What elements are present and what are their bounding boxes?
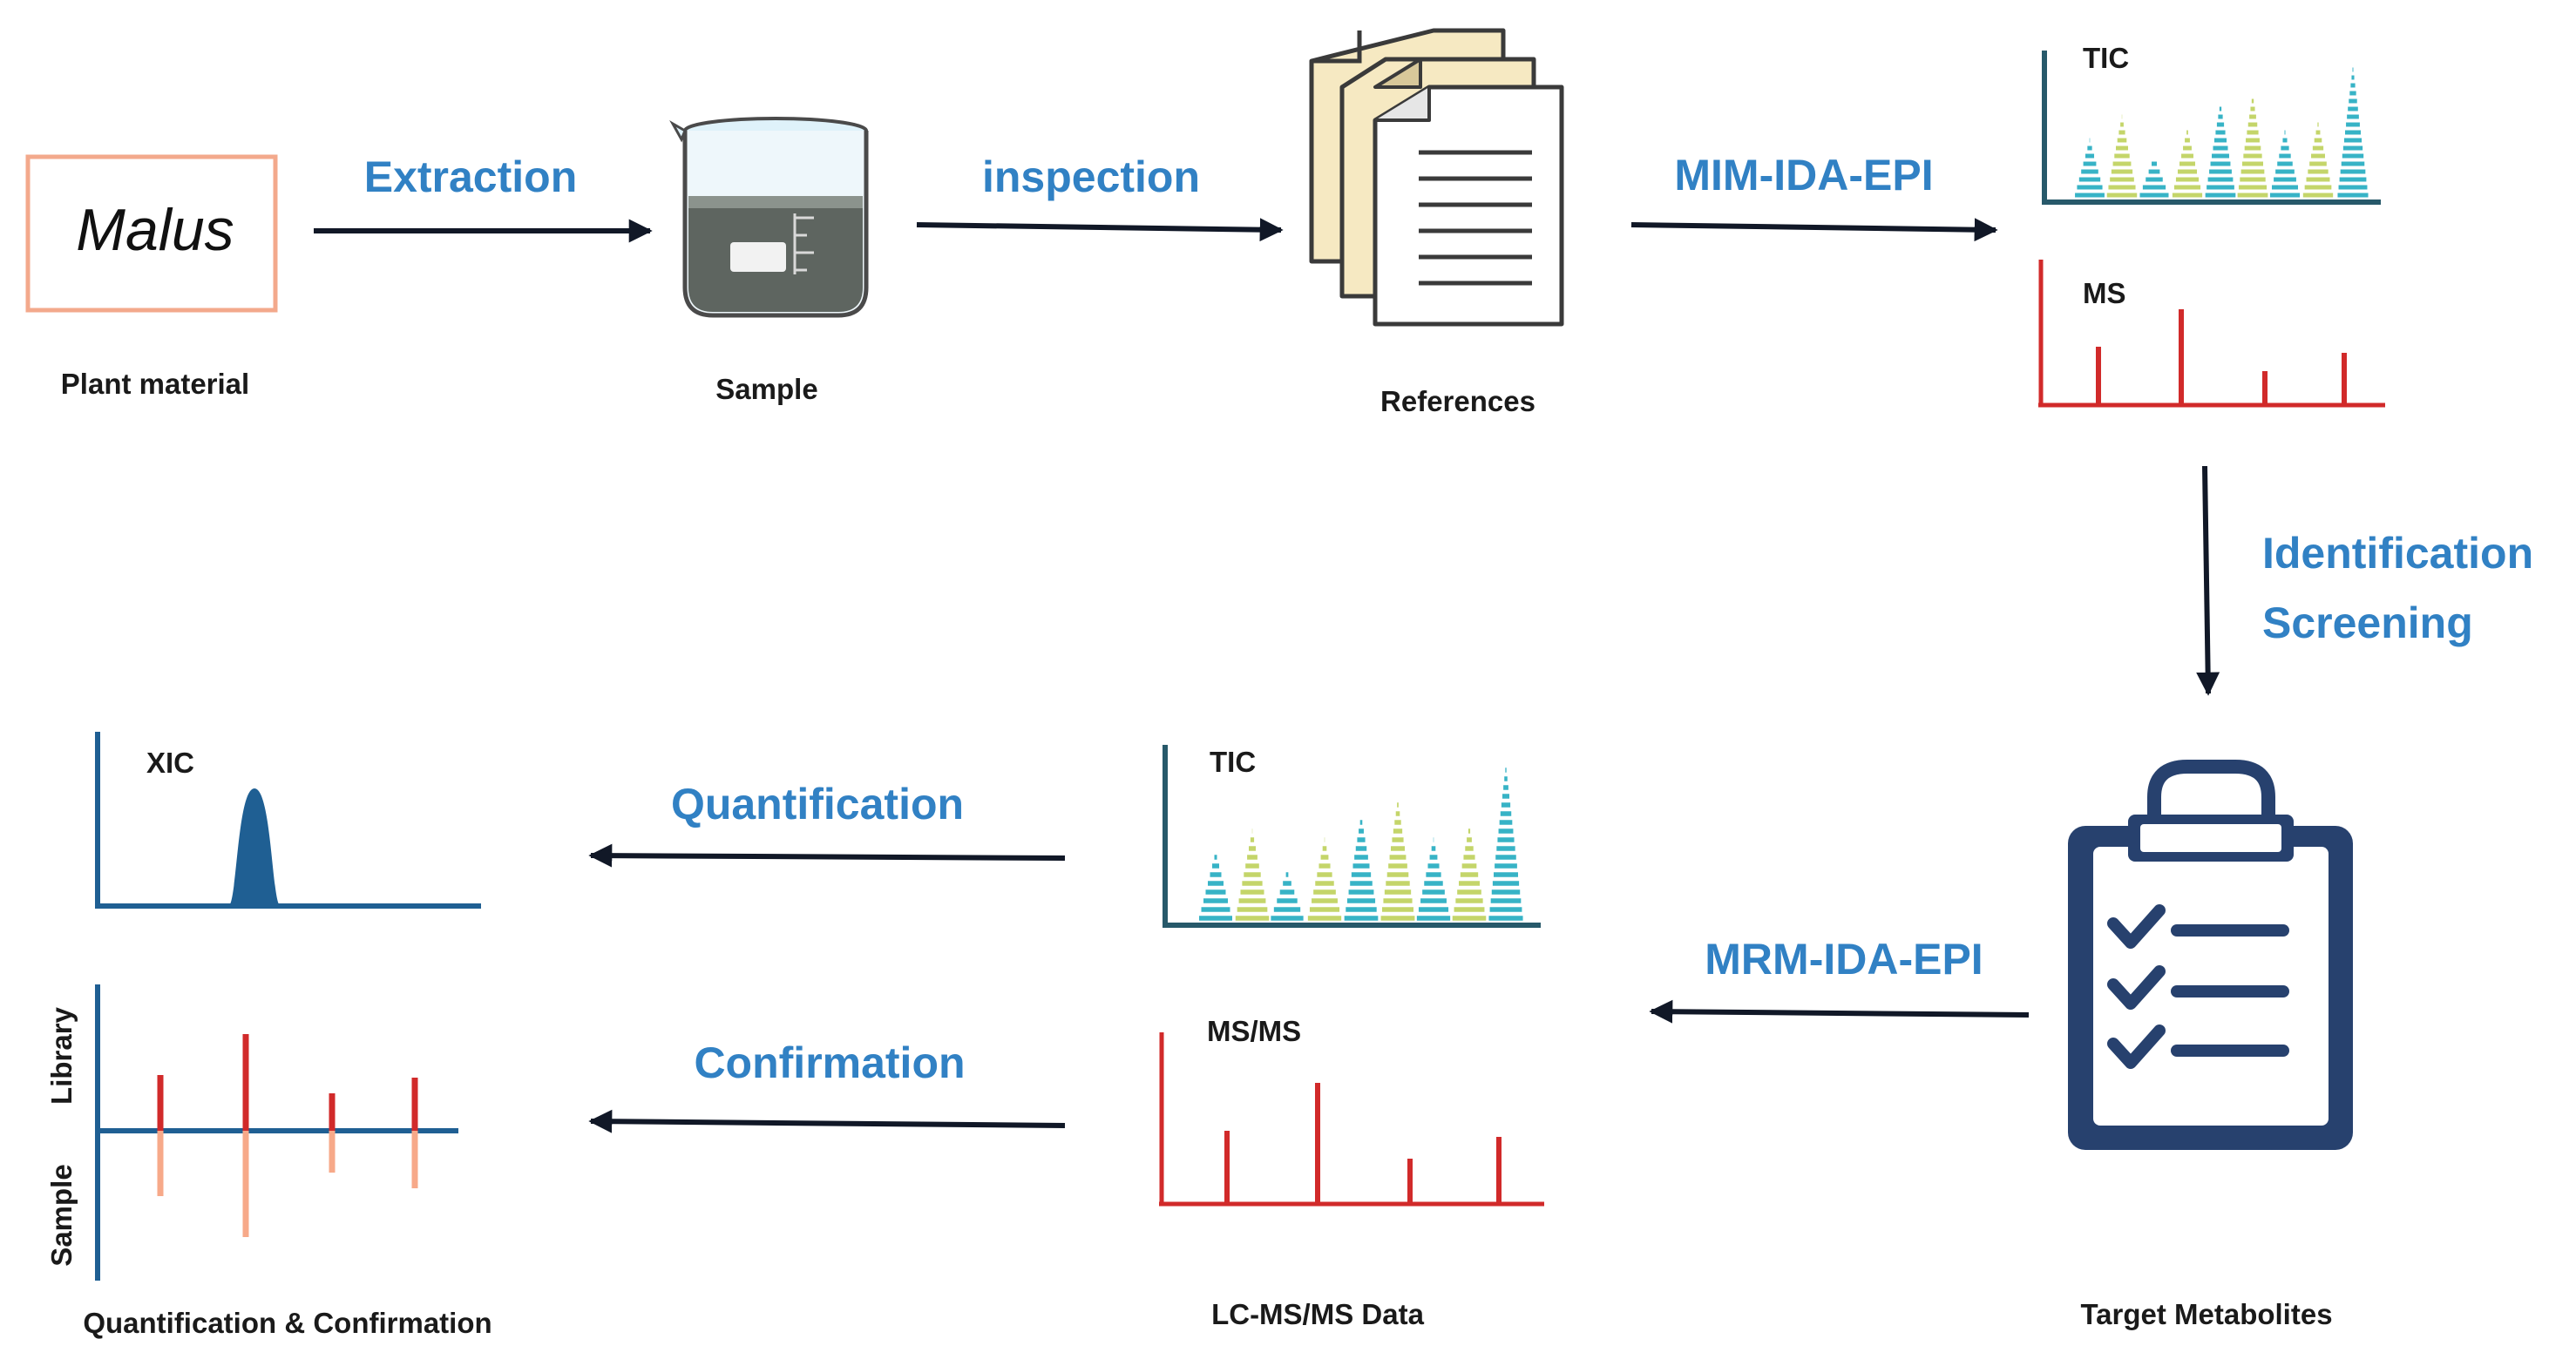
xic-plot: XIC	[95, 732, 481, 909]
identification-step: Identification Screening	[2196, 465, 2533, 696]
tic-peak	[2237, 98, 2268, 198]
tic-peak	[1416, 837, 1451, 921]
msms-label: MS/MS	[1207, 1015, 1301, 1047]
msms-plot: MS/MS	[1159, 1015, 1544, 1207]
tic-mid-peaks	[1199, 768, 1523, 921]
tic-top-peaks	[2075, 67, 2369, 198]
ms-top-label: MS	[2083, 277, 2126, 309]
tic-peak	[1488, 768, 1523, 921]
xic-label: XIC	[146, 747, 194, 779]
references-caption: References	[1380, 385, 1535, 417]
malus-box	[25, 154, 278, 313]
tic-peak	[1235, 828, 1270, 921]
tic-peak	[2106, 114, 2138, 198]
identification-label: Identification	[2262, 529, 2533, 578]
mrm-arrow	[1649, 999, 2030, 1024]
plant-material-node: Malus Plant material	[25, 154, 278, 400]
confirmation-step: Confirmation	[588, 1038, 1066, 1133]
tic-peak	[2205, 106, 2236, 198]
tic-peak	[2172, 130, 2203, 198]
library-axis-label: Library	[45, 1006, 78, 1105]
malus-label: Malus	[76, 197, 234, 263]
tic-peak	[2269, 130, 2301, 198]
mrm-step: MRM-IDA-EPI	[1649, 935, 2030, 1024]
sample-caption: Sample	[715, 373, 817, 405]
tic-peak	[1344, 820, 1379, 921]
target-metabolites-caption: Target Metabolites	[2080, 1298, 2332, 1330]
mim-label: MIM-IDA-EPI	[1674, 151, 1933, 199]
tic-top-plot: TIC	[2042, 42, 2381, 205]
tic-top-label: TIC	[2083, 42, 2129, 74]
screening-label: Screening	[2262, 598, 2473, 647]
documents-icon	[1309, 28, 1564, 327]
beaker-icon	[669, 117, 869, 318]
confirmation-label: Confirmation	[694, 1038, 965, 1087]
tic-mid-plot: TIC	[1163, 745, 1541, 928]
quantification-label: Quantification	[671, 780, 964, 828]
tic-peak	[2302, 122, 2334, 198]
tic-peak	[1380, 802, 1415, 921]
mirror-plot: Library Sample	[45, 984, 458, 1281]
mrm-label: MRM-IDA-EPI	[1705, 935, 1983, 984]
tic-peak	[1199, 855, 1232, 921]
inspection-step: inspection	[916, 152, 1284, 242]
mim-step: MIM-IDA-EPI	[1630, 151, 1998, 242]
xic-peak	[228, 788, 281, 906]
tic-peak	[2337, 67, 2369, 198]
mim-arrow	[1630, 218, 1998, 242]
clipboard-icon	[2068, 760, 2353, 1150]
quantification-arrow	[588, 843, 1066, 868]
quant-confirm-caption: Quantification & Confirmation	[83, 1307, 491, 1339]
tic-peak	[1452, 828, 1487, 921]
tic-mid-label: TIC	[1210, 746, 1256, 778]
tic-peak	[1271, 872, 1304, 921]
confirmation-arrow	[588, 1109, 1066, 1133]
extraction-label: Extraction	[364, 152, 578, 201]
lcms-caption: LC-MS/MS Data	[1211, 1298, 1424, 1330]
quantification-step: Quantification	[588, 780, 1066, 868]
identification-arrow	[2196, 465, 2220, 696]
tic-peak	[2139, 161, 2169, 198]
inspection-label: inspection	[982, 152, 1200, 201]
extraction-step: Extraction	[314, 152, 653, 243]
plant-material-caption: Plant material	[61, 368, 249, 400]
sample-axis-label: Sample	[45, 1164, 78, 1266]
tic-peak	[1307, 837, 1342, 921]
ms-top-plot: MS	[2038, 260, 2385, 408]
inspection-arrow	[916, 218, 1284, 242]
tic-peak	[2075, 138, 2105, 198]
